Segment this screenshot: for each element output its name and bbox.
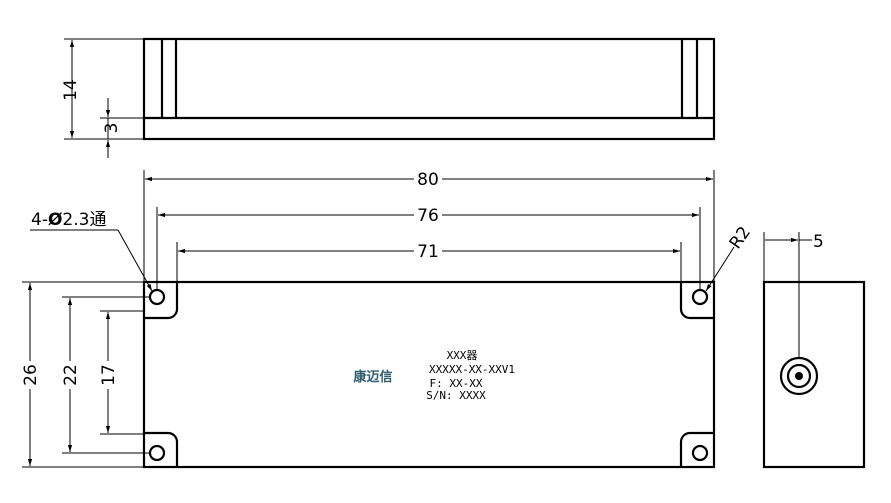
dim-height-total: 14 — [61, 38, 144, 140]
product-label: XXX器 XXXXX-XX-XXV1 F: XX-XX S/N: XXXX 康迈… — [353, 349, 515, 402]
mounting-hole-top-left — [148, 288, 166, 306]
label-line-4: S/N: XXXX — [426, 389, 486, 402]
label-line-1: XXX器 — [447, 349, 478, 362]
dim-hole-span-text: 76 — [417, 206, 439, 226]
dim-inner-width: 17 — [98, 310, 144, 435]
dim-length-total-text: 80 — [417, 170, 439, 190]
radius-callout-text: R2 — [726, 223, 755, 253]
connector-pin — [795, 372, 803, 380]
dim-connector-offset: 5 — [763, 232, 824, 358]
svg-text:4-Ø2.3通: 4-Ø2.3通 — [31, 210, 106, 230]
dim-inner-span: 71 — [178, 241, 680, 262]
brand-logo: 康迈信 — [353, 369, 392, 385]
hole-callout-symbol: Ø — [48, 210, 62, 230]
hole-callout-value: 2.3通 — [62, 210, 106, 230]
dim-length-total: 80 — [145, 169, 713, 190]
side-view: 5 — [762, 232, 866, 469]
dim-width-total: 26 — [20, 281, 144, 468]
radius-callout: R2 — [705, 223, 755, 292]
mounting-hole-bottom-right — [691, 444, 709, 462]
label-line-2: XXXXX-XX-XXV1 — [429, 363, 515, 376]
dim-height-total-text: 14 — [61, 79, 81, 101]
front-view-body — [142, 280, 716, 469]
dim-connector-offset-text: 5 — [813, 232, 824, 252]
mounting-hole-bottom-left — [148, 444, 166, 462]
connector-inner — [786, 363, 812, 389]
front-view: XXX器 XXXXX-XX-XXV1 F: XX-XX S/N: XXXX 康迈… — [20, 169, 755, 469]
dim-inner-width-text: 17 — [99, 364, 119, 386]
dim-width-total-text: 26 — [21, 364, 41, 386]
tab-top-left — [144, 282, 179, 320]
tab-top-right — [679, 282, 714, 320]
hole-callout: 4-Ø2.3通 — [30, 210, 153, 292]
hole-callout-prefix: 4- — [31, 210, 48, 230]
dim-height-step: 3 — [100, 98, 144, 158]
tab-bottom-left — [144, 431, 179, 467]
top-view-body — [142, 37, 716, 141]
dim-inner-span-text: 71 — [417, 242, 439, 262]
tab-bottom-right — [679, 431, 714, 467]
dim-hole-pitch-text: 22 — [61, 364, 81, 386]
dim-hole-span: 76 — [158, 205, 699, 226]
mounting-hole-top-right — [691, 288, 709, 306]
dim-hole-pitch: 22 — [60, 296, 150, 454]
dim-height-step-text: 3 — [102, 123, 122, 134]
side-view-body — [762, 280, 866, 469]
top-view: 14 3 — [61, 37, 716, 158]
label-line-3: F: XX-XX — [430, 377, 483, 390]
